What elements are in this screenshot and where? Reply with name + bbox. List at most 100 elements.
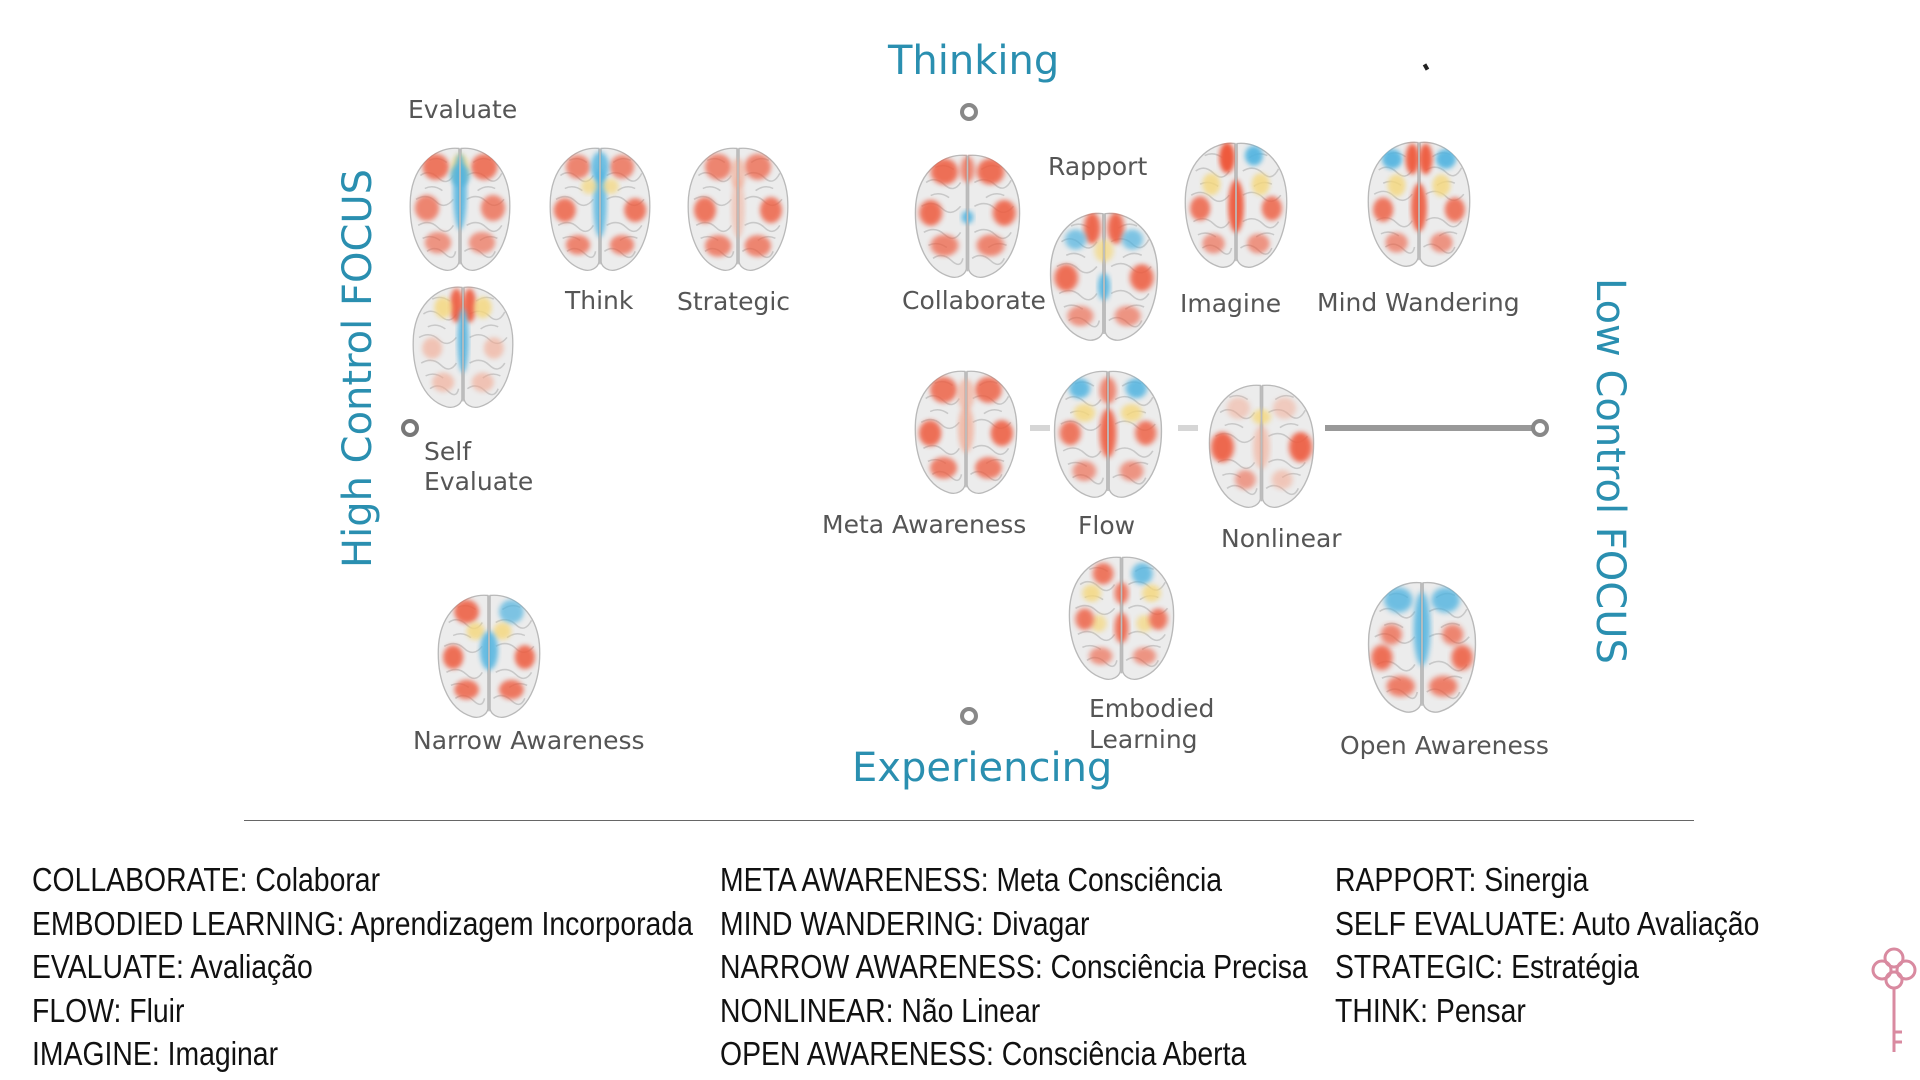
legend-item: SELF EVALUATE: Auto Avaliação bbox=[1335, 904, 1760, 942]
activation-region bbox=[1067, 305, 1094, 327]
label-embodied-learning-line2: Learning bbox=[1089, 725, 1198, 754]
activation-region bbox=[1247, 233, 1270, 254]
activation-region bbox=[1219, 142, 1235, 174]
label-flow: Flow bbox=[1078, 511, 1136, 540]
activation-region bbox=[1431, 587, 1460, 613]
activation-region bbox=[434, 296, 452, 319]
activation-region bbox=[1114, 305, 1141, 327]
brain-gyrus bbox=[985, 193, 1005, 199]
legend-item: RAPPORT: Sinergia bbox=[1335, 861, 1589, 898]
label-evaluate: Evaluate bbox=[408, 95, 518, 124]
brain-gyrus bbox=[695, 221, 733, 233]
activation-region bbox=[1142, 584, 1161, 602]
activation-region bbox=[1387, 174, 1406, 197]
legend-item: THINK: Pensar bbox=[1335, 991, 1526, 1029]
activation-region bbox=[480, 195, 506, 221]
brain-gyrus bbox=[617, 186, 636, 192]
label-mind-wandering: Mind Wandering bbox=[1317, 288, 1520, 317]
brain-gyrus bbox=[1242, 167, 1280, 178]
brain-gyrus bbox=[606, 221, 643, 233]
activation-region bbox=[493, 622, 512, 640]
brain-gyrus bbox=[1440, 622, 1461, 629]
activation-region bbox=[1131, 562, 1153, 585]
activation-region bbox=[1202, 173, 1221, 196]
brain-gyrus bbox=[1122, 252, 1143, 259]
activation-region bbox=[1261, 196, 1282, 221]
brain-icon bbox=[1184, 142, 1288, 268]
activation-region bbox=[514, 645, 535, 670]
brain-gyrus bbox=[1379, 607, 1416, 619]
activation-region bbox=[930, 457, 958, 479]
activation-region bbox=[1419, 143, 1433, 175]
label-think: Think bbox=[565, 286, 634, 315]
activation-region bbox=[1451, 644, 1473, 671]
legend-item: COLLABORATE: Colaborar bbox=[32, 861, 381, 898]
activation-region bbox=[760, 197, 782, 224]
activation-region bbox=[1227, 397, 1250, 419]
activation-region bbox=[1244, 145, 1263, 166]
axis-title-high-control: High Control FOCUS bbox=[335, 168, 381, 568]
activation-region bbox=[1444, 197, 1465, 222]
activation-region bbox=[976, 234, 1005, 257]
activation-region bbox=[976, 158, 1005, 185]
activation-region bbox=[471, 372, 494, 392]
brain-gyrus bbox=[564, 186, 583, 192]
brain-gyrus bbox=[469, 359, 506, 370]
label-self-evaluate-line1: Self bbox=[424, 437, 471, 466]
legend-item: FLOW: Fluir bbox=[32, 991, 185, 1029]
activation-region bbox=[1054, 264, 1079, 292]
activation-region bbox=[1442, 624, 1464, 645]
activation-region bbox=[1090, 614, 1107, 633]
brain-gyrus bbox=[1062, 447, 1102, 458]
activation-region bbox=[1065, 229, 1087, 250]
brain-gyrus bbox=[983, 409, 1003, 415]
activation-region bbox=[1432, 174, 1451, 197]
brain-gyrus bbox=[1383, 622, 1404, 629]
brain-gyrus bbox=[557, 221, 595, 233]
brain-gyrus bbox=[1077, 630, 1116, 642]
activation-region bbox=[471, 153, 498, 180]
brain-gyrus bbox=[1065, 395, 1102, 407]
brain-gyrus bbox=[1114, 447, 1154, 458]
activation-region bbox=[992, 199, 1016, 226]
brain-icon bbox=[412, 286, 514, 408]
brain-icon bbox=[409, 147, 511, 271]
activation-region bbox=[483, 337, 504, 359]
brain-gyrus bbox=[1378, 166, 1413, 177]
activation-region bbox=[1271, 469, 1293, 490]
legend-column-2: META AWARENESS: Meta Consciência MIND WA… bbox=[720, 858, 1308, 1076]
activation-region bbox=[1385, 232, 1408, 253]
activation-region bbox=[463, 288, 477, 323]
brain-gyrus bbox=[1195, 167, 1230, 178]
brain-gyrus bbox=[417, 221, 455, 233]
activation-region bbox=[1210, 432, 1234, 463]
activation-region bbox=[499, 599, 524, 624]
brain-gyrus bbox=[555, 195, 595, 207]
activation-region bbox=[919, 199, 943, 226]
brain-gyrus bbox=[424, 186, 443, 192]
activation-region bbox=[918, 420, 942, 447]
activation-region bbox=[1059, 420, 1081, 446]
brain-hemisphere bbox=[1184, 142, 1236, 268]
brain-icon bbox=[549, 147, 651, 271]
brain-gyrus bbox=[1114, 395, 1154, 407]
brain-gyrus bbox=[1373, 190, 1413, 202]
activation-region bbox=[609, 235, 635, 255]
brain-icon bbox=[437, 594, 541, 718]
activation-region bbox=[974, 457, 1002, 479]
legend-item: OPEN AWARENESS: Consciência Aberta bbox=[720, 1035, 1247, 1072]
activation-region bbox=[1251, 173, 1270, 196]
legend-column-3: RAPPORT: Sinergia SELF EVALUATE: Auto Av… bbox=[1335, 858, 1759, 1032]
brain-gyrus bbox=[971, 254, 1006, 266]
brain-gyrus bbox=[495, 668, 533, 680]
axis-endpoint bbox=[1531, 419, 1549, 437]
activation-region bbox=[1435, 149, 1456, 169]
activation-region bbox=[624, 198, 647, 223]
brain-gyrus bbox=[744, 221, 781, 233]
activation-region bbox=[1386, 675, 1415, 697]
brain-gyrus bbox=[443, 642, 483, 654]
activation-region bbox=[565, 154, 591, 179]
brain-gyrus bbox=[1425, 217, 1463, 228]
axis-title-experiencing: Experiencing bbox=[852, 745, 1113, 791]
activation-region bbox=[930, 376, 958, 403]
